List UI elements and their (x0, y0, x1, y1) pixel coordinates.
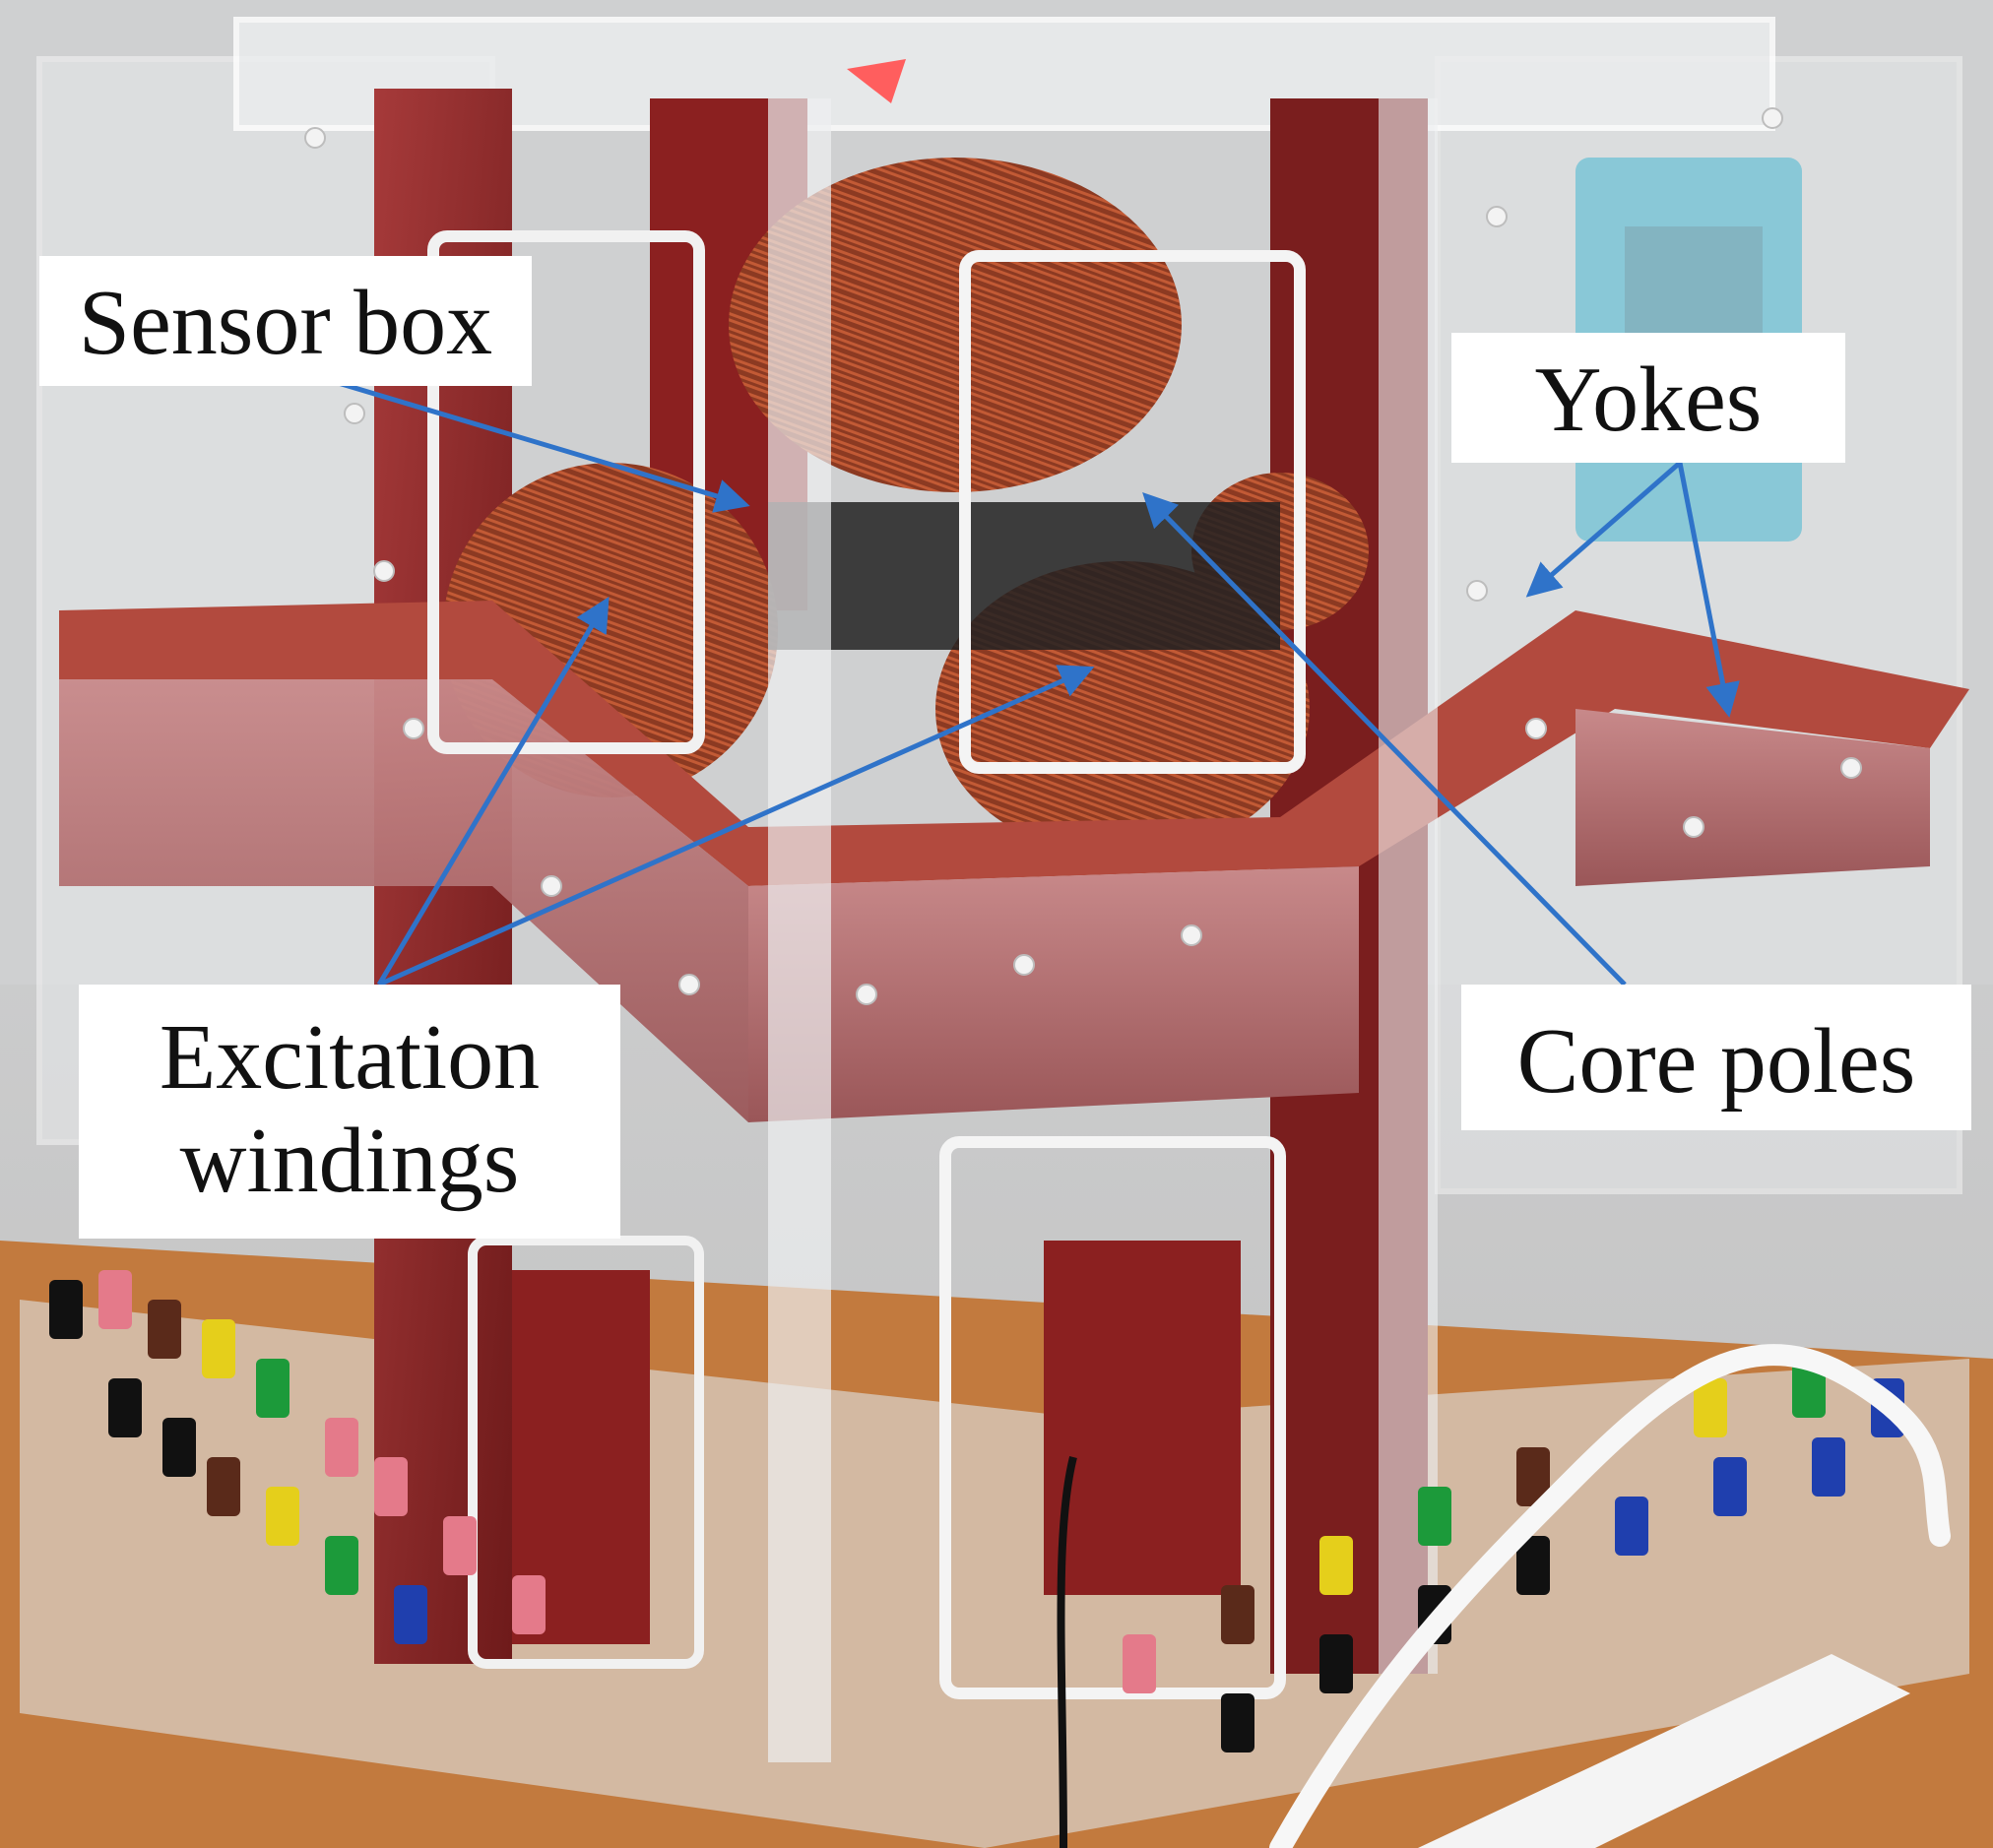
arrow-sensor-box (314, 373, 750, 513)
red-frame-lower-post (1044, 1241, 1241, 1595)
arrow-yokes-1 (1525, 461, 1682, 598)
arrow-excitation-2 (377, 665, 1095, 988)
yoke-right-face (1575, 709, 1930, 886)
sensor-box-body (768, 502, 1280, 650)
acrylic-window-lower-left (468, 1236, 704, 1669)
white-cable (1269, 1344, 1951, 1848)
screws (304, 107, 1862, 1005)
label-core-poles-text: Core poles (1516, 1010, 1916, 1113)
arrow-core-poles (1142, 492, 1627, 987)
yoke-front-face (59, 679, 748, 1122)
annotation-arrows (314, 373, 1740, 988)
arrow-excitation-1 (376, 596, 610, 987)
acrylic-window-lower (939, 1136, 1286, 1699)
label-yokes: Yokes (1451, 333, 1845, 463)
yoke-top-surface (59, 601, 1969, 886)
coil-top (729, 158, 1182, 492)
yoke-front-face-center (748, 866, 1359, 1122)
label-excitation-line2: windings (179, 1110, 520, 1213)
black-cable (1057, 1456, 1077, 1848)
acrylic-post-right (1379, 98, 1438, 1674)
label-core-poles: Core poles (1461, 985, 1971, 1130)
label-yokes-text: Yokes (1534, 349, 1763, 451)
terminal-posts-right (1123, 1359, 1904, 1752)
acrylic-post-center (768, 98, 831, 1762)
label-sensor-box-text: Sensor box (78, 272, 493, 374)
arrow-yokes-2 (1677, 462, 1740, 718)
label-sensor-box: Sensor box (39, 256, 532, 386)
label-excitation-line1: Excitation (159, 1006, 541, 1109)
label-excitation-windings: Excitation windings (79, 985, 620, 1239)
red-marker-top (847, 59, 906, 103)
power-strip (1418, 1654, 1910, 1848)
acrylic-window-center (959, 250, 1306, 774)
terminal-posts-left (49, 1270, 546, 1644)
